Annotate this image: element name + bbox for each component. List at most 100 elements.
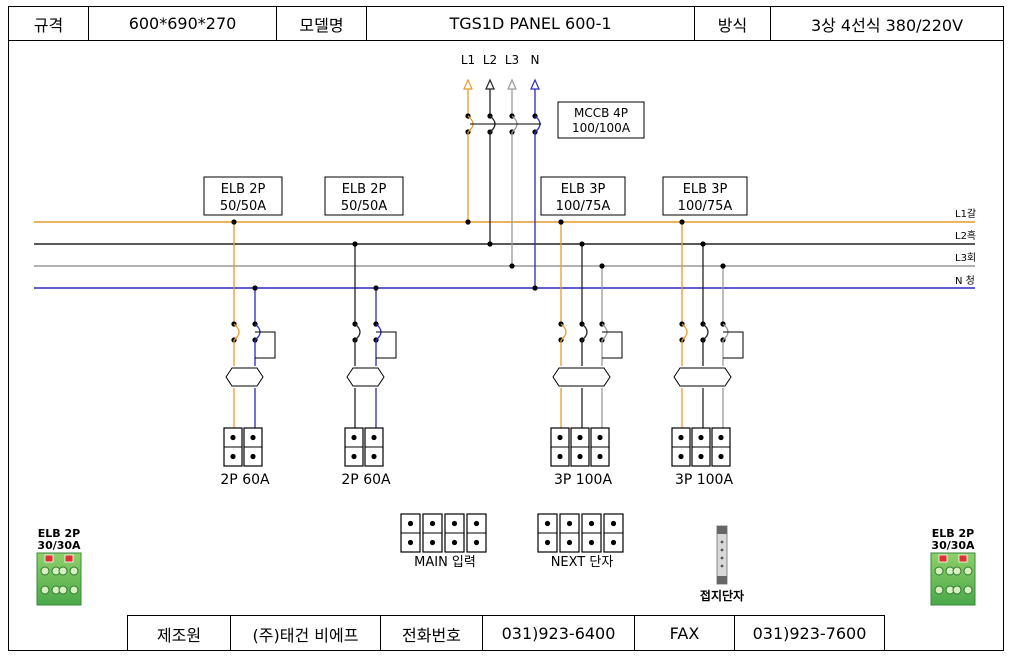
elb-test-loop	[376, 331, 397, 359]
elb-zct-symbol	[346, 367, 385, 387]
main-input-label: MAIN 입력	[414, 555, 476, 570]
next-terminal-label: NEXT 단자	[551, 555, 614, 570]
ground-terminal-label: 접지단자	[700, 588, 744, 603]
mccb-label-box: MCCB 4P 100/100A	[557, 101, 645, 139]
elb-left-label-line1: ELB 2P	[38, 527, 80, 540]
elb-label-box-2: ELB 2P 50/50A	[324, 176, 404, 216]
busbar-junction	[465, 219, 471, 225]
fax-value: 031)923-7600	[735, 615, 885, 651]
phone-value: 031)923-6400	[483, 615, 635, 651]
mccb-label-line1: MCCB 4P	[574, 106, 628, 120]
contact-arc	[681, 323, 688, 341]
elb-label-1-line2: 50/50A	[220, 199, 266, 214]
terminal-screw	[429, 520, 436, 527]
terminal-screw	[371, 434, 377, 441]
phase-label-l1: L1	[461, 53, 475, 67]
elb-label-1-line1: ELB 2P	[221, 182, 266, 197]
maker-value: (주)태건 비에프	[231, 615, 381, 651]
elb-screw-terminal	[952, 566, 962, 576]
elb-screw-terminal	[963, 566, 973, 576]
elb-test-loop	[255, 331, 276, 359]
terminal-screw	[566, 520, 573, 527]
elb-screw-terminal	[58, 566, 68, 576]
elb-trip-indicator	[938, 554, 948, 563]
elb-zct-symbol	[673, 367, 732, 387]
phone-label: 전화번호	[381, 615, 483, 651]
terminal-screw	[557, 434, 563, 441]
input-arrow-l3	[507, 78, 517, 90]
contact-arc	[560, 323, 567, 341]
busbar-junction	[373, 285, 379, 291]
terminal-screw	[230, 434, 236, 441]
busbar-label-l3: L3회	[955, 252, 976, 264]
elb-trip-indicator	[44, 554, 54, 563]
contact-arc	[354, 323, 361, 341]
contact-arc	[581, 323, 588, 341]
terminal-screw	[588, 539, 595, 546]
terminal-screw	[588, 520, 595, 527]
elb-green-body	[930, 552, 976, 606]
elb-right-label-line1: ELB 2P	[932, 527, 974, 540]
busbar-junction	[579, 241, 585, 247]
input-arrow-l1	[463, 78, 473, 90]
terminal-screw	[577, 434, 583, 441]
terminal-screw	[371, 453, 377, 460]
main-input-terminal-block	[400, 513, 487, 553]
elb-label-2-line2: 50/50A	[341, 199, 387, 214]
input-arrow-n	[530, 78, 540, 90]
phase-label-n: N	[531, 53, 540, 67]
busbar-junction	[679, 219, 685, 225]
elb-green-body	[36, 552, 82, 606]
terminal-screw	[610, 539, 617, 546]
busbar-junction	[700, 241, 706, 247]
input-arrows	[463, 78, 540, 90]
method-value: 3상 4선식 380/220V	[771, 7, 1003, 41]
elb-label-box-1: ELB 2P 50/50A	[203, 176, 283, 216]
elb-label-box-4: ELB 3P 100/75A	[662, 176, 748, 216]
busbar-junction	[599, 263, 605, 269]
terminal-label-4: 3P 100A	[675, 472, 734, 488]
elb-screw-terminal	[69, 566, 79, 576]
terminal-screw	[718, 453, 724, 460]
elb-label-4-line2: 100/75A	[678, 199, 733, 214]
input-arrow-l2	[485, 78, 495, 90]
terminal-screw	[451, 520, 458, 527]
busbar-label-l2: L2흑	[955, 229, 976, 242]
terminal-screw	[407, 539, 414, 546]
terminal-screw	[610, 520, 617, 527]
elb-trip-indicator	[64, 554, 74, 563]
branch-circuits	[223, 219, 744, 467]
elb-label-4-line1: ELB 3P	[683, 182, 728, 197]
terminal-screw	[597, 434, 603, 441]
elb-screw-terminal	[40, 585, 50, 595]
busbar-junction	[532, 285, 538, 291]
busbar-junction	[720, 263, 726, 269]
busbar-junction	[352, 241, 358, 247]
terminal-label-2: 2P 60A	[341, 472, 391, 488]
terminal-screw	[451, 539, 458, 546]
elb-left-label-line2: 30/30A	[37, 539, 81, 552]
branch-circuit-1	[223, 219, 276, 467]
terminal-screw	[429, 539, 436, 546]
elb-test-loop	[602, 331, 623, 359]
terminal-screw	[351, 434, 357, 441]
elb-trip-indicator	[958, 554, 968, 563]
maker-label: 제조원	[127, 615, 231, 651]
busbar-label-l1: L1갈	[955, 207, 976, 220]
elb-screw-terminal	[952, 585, 962, 595]
phase-label-l2: L2	[483, 53, 497, 67]
contact-arc	[702, 323, 709, 341]
mccb-4p-symbol	[465, 89, 541, 291]
terminal-screw	[698, 453, 704, 460]
fax-label: FAX	[635, 615, 735, 651]
busbar-junction	[252, 285, 258, 291]
elb-screw-terminal	[963, 585, 973, 595]
terminal-label-1: 2P 60A	[220, 472, 270, 488]
phase-label-l3: L3	[505, 53, 519, 67]
busbar-junction	[487, 241, 493, 247]
terminal-screw	[473, 520, 480, 527]
model-label: 모델명	[277, 7, 367, 41]
busbar-junction	[558, 219, 564, 225]
busbar-label-n: N 청	[955, 275, 975, 287]
